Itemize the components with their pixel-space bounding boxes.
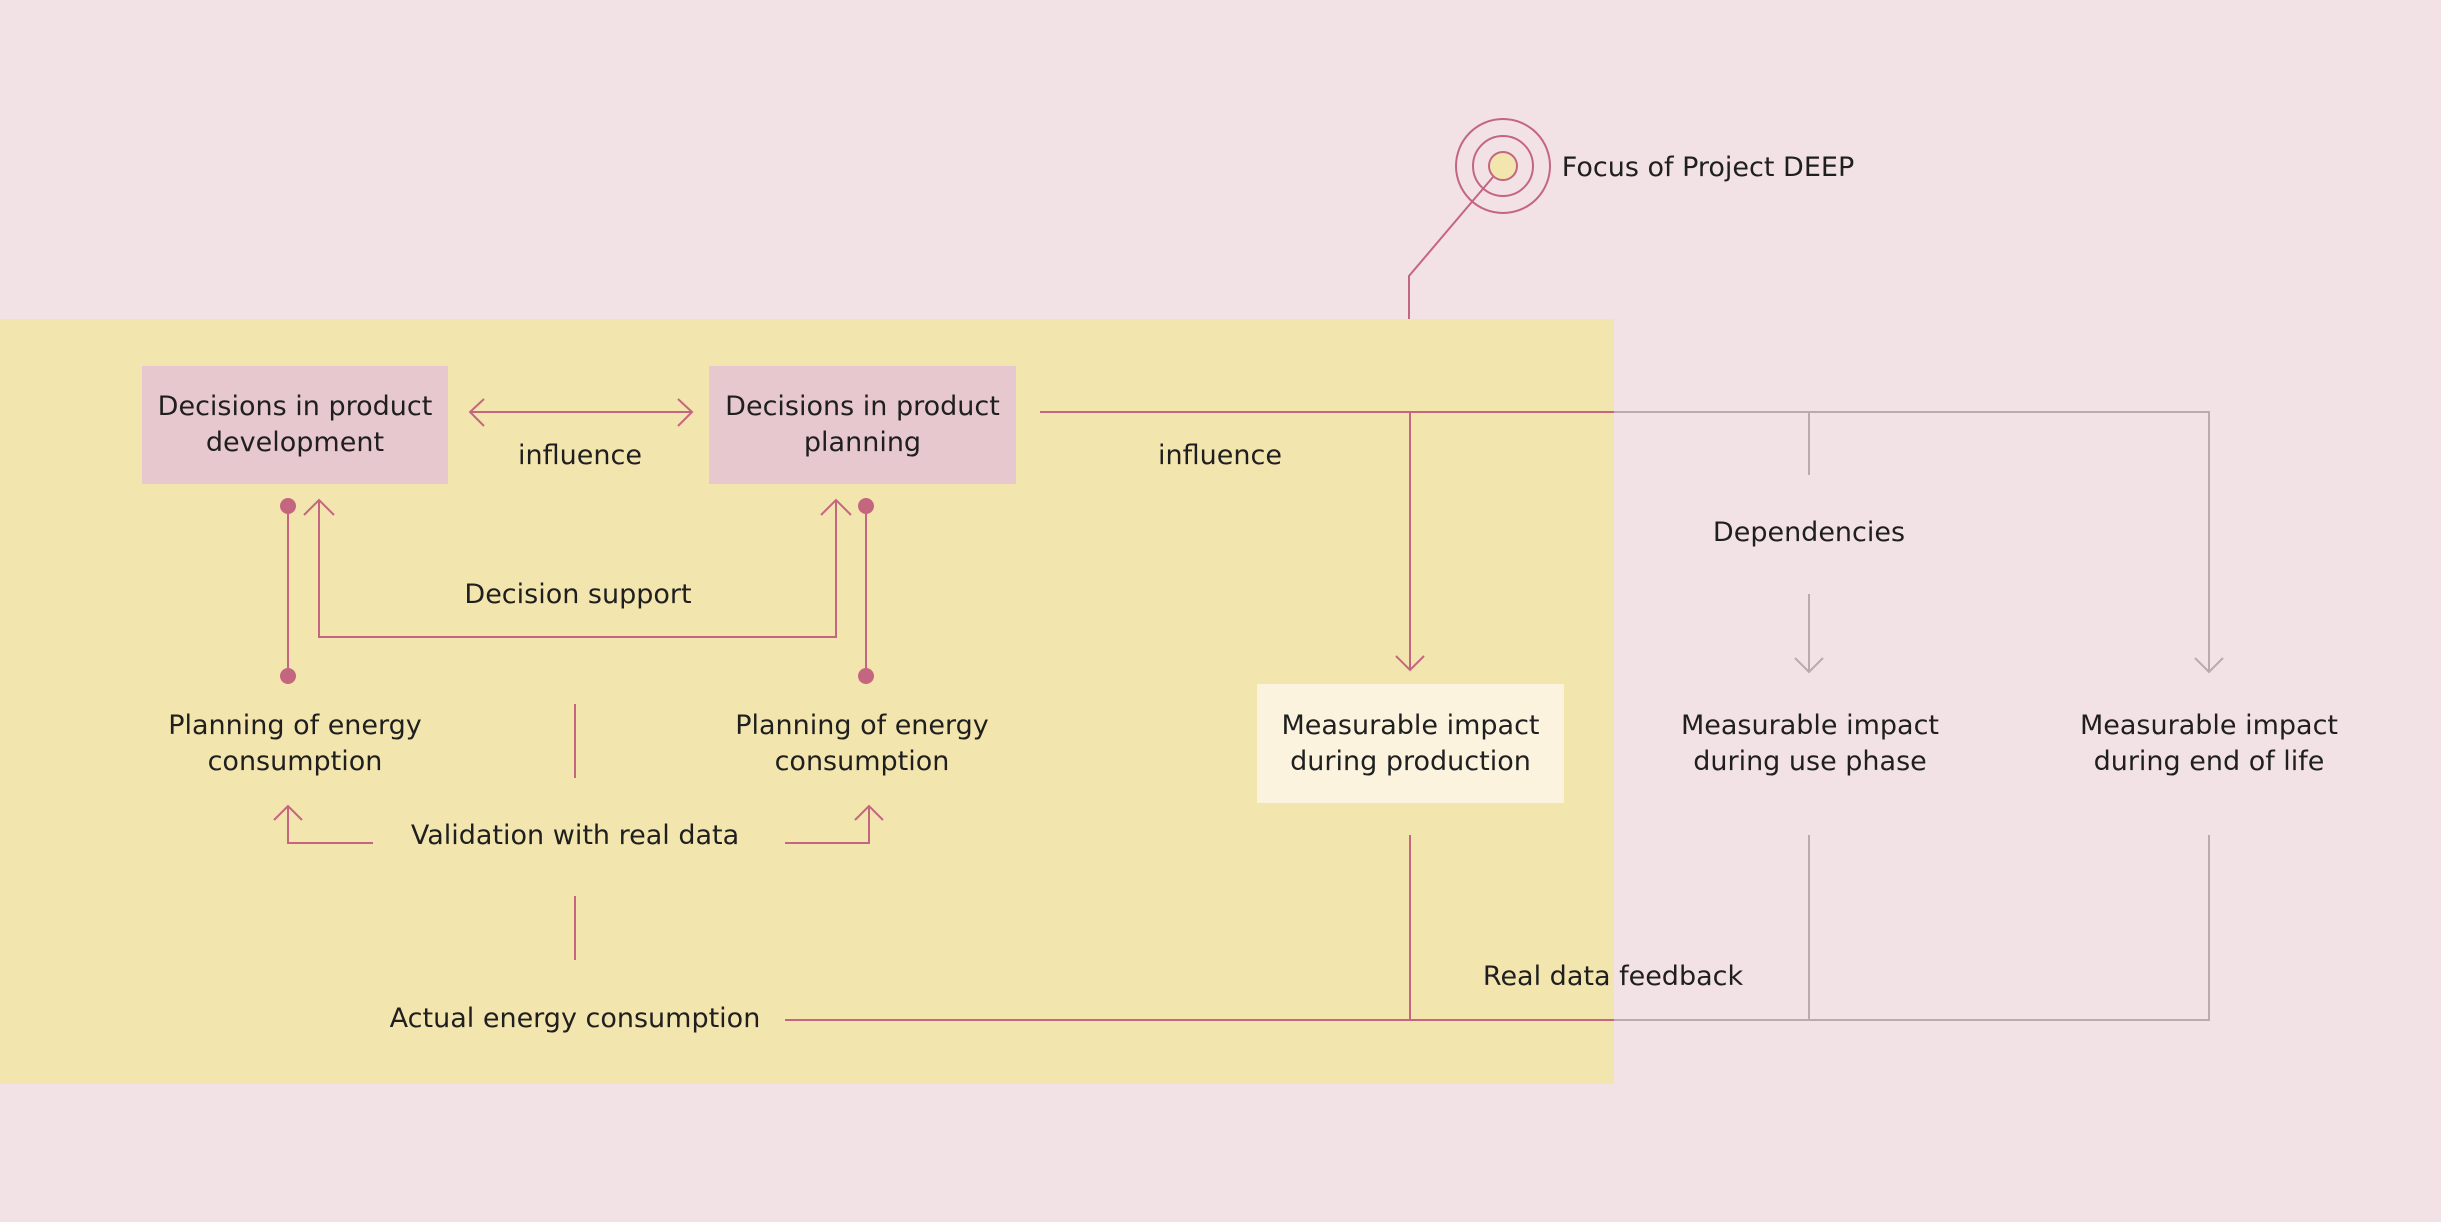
focus-label: Focus of Project DEEP <box>1561 152 1855 183</box>
planning-energy-left: Planning of energy consumption <box>168 710 422 777</box>
planning-energy-right: Planning of energy consumption <box>735 710 989 777</box>
impact-production-box: Measurable impact during production <box>1257 684 1564 803</box>
validation-arrow-left <box>287 806 373 844</box>
impact-end-of-life: Measurable impact during end of life <box>2079 710 2339 777</box>
validation-arrow-right <box>785 806 870 844</box>
decision-support-label: Decision support <box>464 579 692 610</box>
real-data-feedback-label: Real data feedback <box>1482 961 1744 992</box>
validation-label: Validation with real data <box>410 820 740 851</box>
dependencies-label: Dependencies <box>1712 517 1906 548</box>
influence-label-right: influence <box>1158 440 1282 471</box>
impact-use-phase: Measurable impact during use phase <box>1680 710 1940 777</box>
influence-label-left: influence <box>518 440 642 471</box>
target-icon <box>1455 118 1551 214</box>
actual-energy-label: Actual energy consumption <box>389 1003 761 1034</box>
decisions-development-box: Decisions in product development <box>142 366 448 484</box>
decision-support-arrow <box>318 501 837 638</box>
decisions-planning-box: Decisions in product planning <box>709 366 1016 484</box>
focus-pointer-line <box>1408 176 1494 319</box>
